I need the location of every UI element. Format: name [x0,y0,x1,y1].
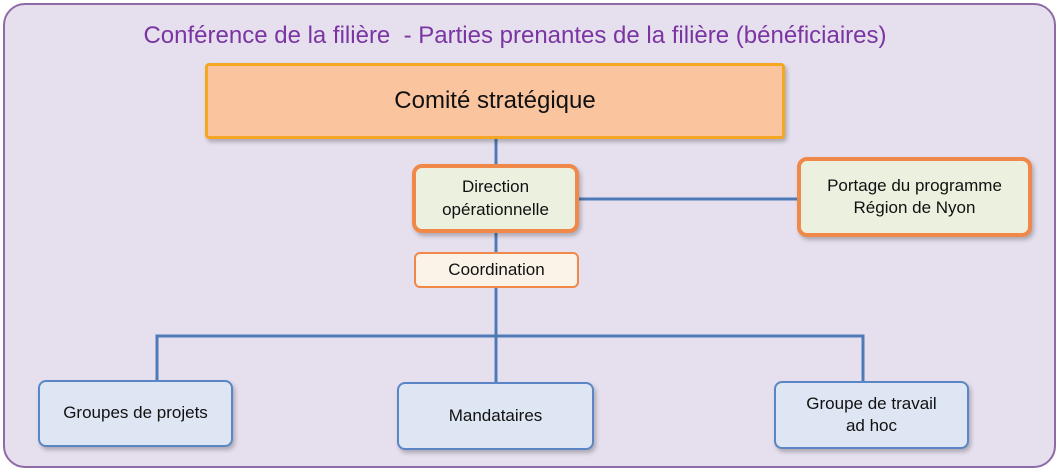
portage-programme-box: Portage du programme Région de Nyon [797,157,1032,237]
direction-label-line2: opérationnelle [442,199,549,219]
groupe-de-travail-label-line1: Groupe de travail [806,393,937,413]
coordination-box: Coordination [414,252,579,288]
groupe-de-travail-box: Groupe de travail ad hoc [774,381,969,449]
direction-operationnelle-box: Direction opérationnelle [412,164,579,233]
groupes-de-projets-box: Groupes de projets [38,380,233,447]
portage-label-line2: Région de Nyon [853,198,976,217]
direction-label-line1: Direction [461,177,530,197]
portage-label-line1: Portage du programme [827,175,1002,195]
mandataires-label: Mandataires [448,405,543,425]
comite-strategique-label: Comité stratégique [394,87,596,115]
groupes-de-projets-label: Groupes de projets [63,403,208,423]
groupe-de-travail-label-line2: ad hoc [845,416,898,435]
mandataires-box: Mandataires [397,382,594,450]
connector-branch-bar [155,334,865,382]
comite-strategique-box: Comité stratégique [205,63,785,139]
diagram-title: Conférence de la filière - Parties prena… [143,22,887,49]
coordination-label: Coordination [448,259,545,279]
